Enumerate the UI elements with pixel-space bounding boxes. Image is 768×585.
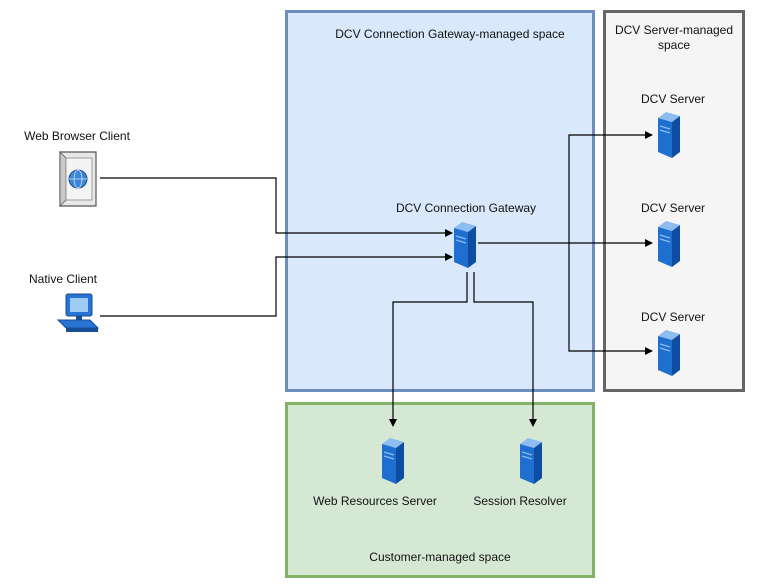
server-icon	[658, 221, 680, 267]
server-1-label: DCV Server	[640, 92, 706, 106]
connector-gateway-to-server-1	[568, 131, 653, 243]
server-icon	[454, 222, 476, 268]
server-3-label: DCV Server	[640, 310, 706, 324]
customer-space-label: Customer-managed space	[369, 550, 511, 564]
gateway-label: DCV Connection Gateway	[395, 201, 537, 215]
web-resources-label: Web Resources Server	[313, 494, 437, 508]
server-managed-space	[603, 10, 745, 392]
server-icon	[520, 438, 542, 484]
gateway-space-label: DCV Connection Gateway-managed space	[335, 27, 565, 41]
server-icon	[382, 438, 404, 484]
server-space-label-line1: DCV Server-managed	[614, 23, 734, 37]
gateway-managed-space	[285, 10, 595, 392]
server-space-label-line2: space	[657, 38, 691, 52]
server-icon	[658, 112, 680, 158]
server-icon	[658, 330, 680, 376]
connector-gateway-to-web-resources	[389, 272, 468, 427]
session-resolver-label: Session Resolver	[473, 494, 567, 508]
customer-managed-space	[285, 402, 595, 578]
connector-gateway-to-server-3	[568, 243, 653, 355]
desktop-computer-icon	[56, 293, 100, 332]
connector-native-client-to-gateway	[100, 253, 453, 317]
web-client-label: Web Browser Client	[24, 129, 130, 143]
web-browser-icon	[59, 151, 97, 207]
server-2-label: DCV Server	[640, 201, 706, 215]
connector-web-client-to-gateway	[100, 177, 453, 237]
connector-gateway-to-session-resolver	[473, 272, 537, 427]
native-client-label: Native Client	[28, 272, 98, 286]
